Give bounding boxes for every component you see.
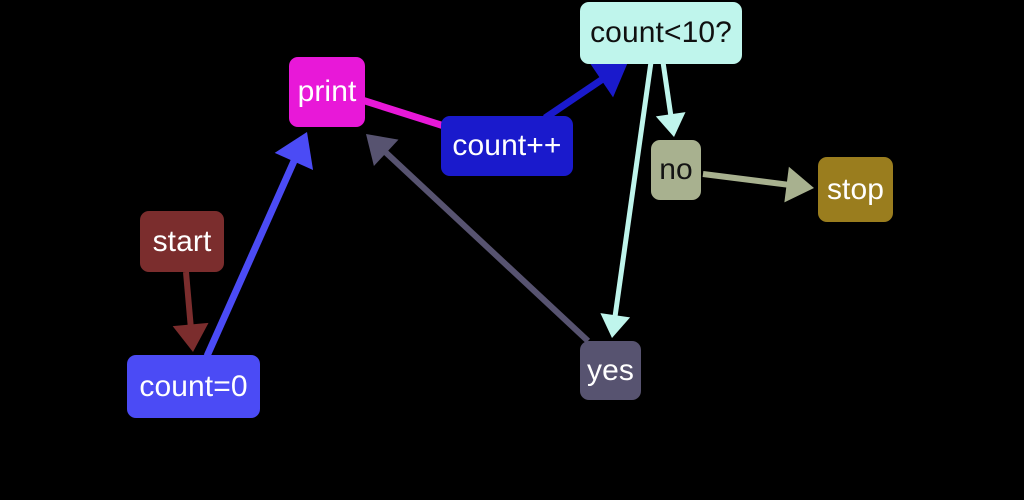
node-count-increment[interactable]: count++ [441,116,573,176]
node-count-less-than-ten-label: count<10? [590,16,732,49]
node-stop-label: stop [826,172,885,206]
node-no-label: no [659,153,693,186]
edge-start-to-count0 [183,271,195,330]
arrowhead-no-to-stop [784,166,814,203]
edge-print-to-countpp [360,96,446,130]
edge-countlt10-to-yes [612,61,654,320]
arrowhead-countlt10-to-yes [600,313,631,338]
arrowhead-start-to-count0 [172,322,209,352]
node-print-label: print [297,75,357,108]
arrowhead-countlt10-to-no [655,112,686,137]
node-yes[interactable]: yes [580,341,641,400]
edge-count0-to-print [203,154,300,358]
node-start[interactable]: start [140,211,224,272]
node-count-zero-label: count=0 [139,369,248,403]
node-no[interactable]: no [651,140,701,200]
node-count-zero[interactable]: count=0 [127,355,260,418]
arrowhead-count0-to-print [274,132,314,170]
edge-countpp-to-countlt10 [543,73,609,121]
node-count-less-than-ten[interactable]: count<10? [580,2,742,64]
edge-yes-to-print [380,147,591,344]
edge-no-to-stop [702,171,792,189]
edge-countlt10-to-no [660,61,674,119]
node-count-increment-label: count++ [452,129,562,162]
node-print[interactable]: print [289,57,365,127]
arrowhead-countpp-to-countlt10 [589,62,628,98]
arrowhead-yes-to-print [366,134,399,166]
node-yes-label: yes [587,353,634,387]
node-stop[interactable]: stop [818,157,893,222]
node-start-label: start [152,224,212,258]
